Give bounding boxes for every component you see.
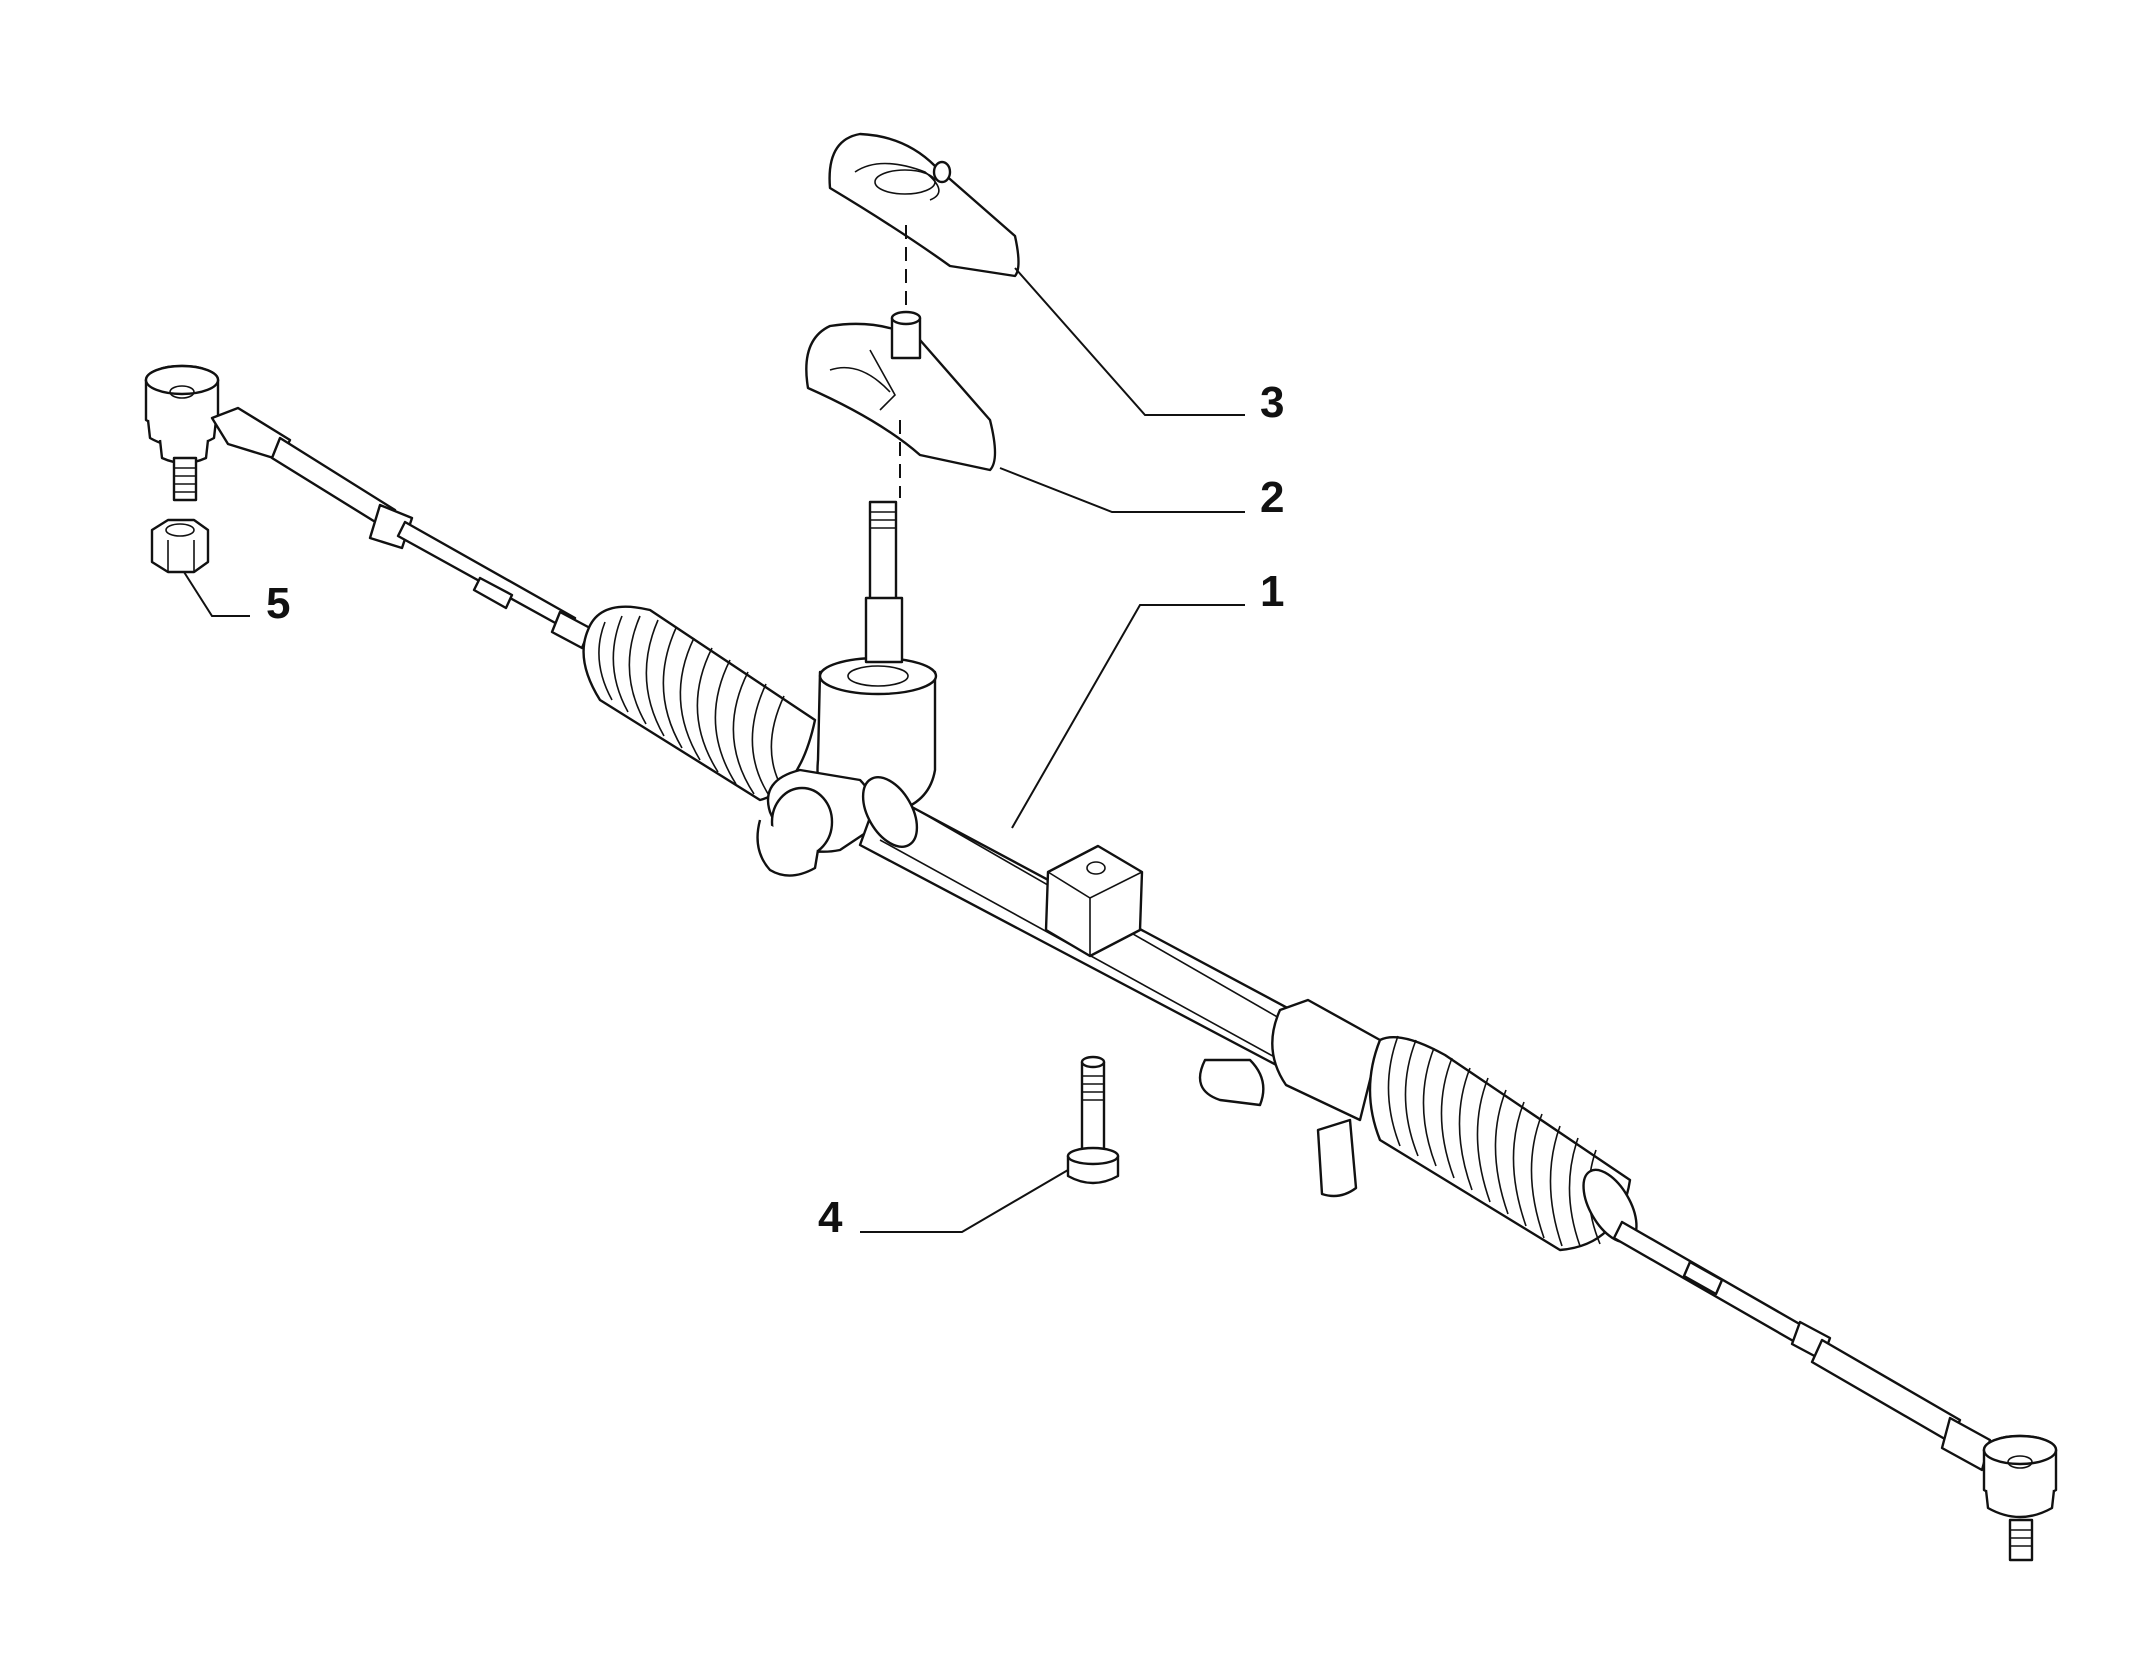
callout-3: 3 [1260,378,1284,427]
callout-2: 2 [1260,473,1284,522]
callout-4: 4 [818,1193,843,1242]
left-tie-rod-end [144,364,292,502]
mounting-bolt [1066,1055,1120,1185]
left-tie-rod [270,436,592,650]
upper-dust-cover [828,132,1020,278]
callout-5: 5 [266,579,290,628]
right-tie-rod [1612,1220,1962,1444]
tie-rod-nut [150,518,210,574]
leader-lines [183,267,1245,1233]
leader-line-2 [999,467,1245,513]
pinion-dust-cover [805,310,997,472]
right-tie-rod-end [1940,1416,2058,1562]
right-rack-boot [1368,1035,1638,1252]
callout-1: 1 [1260,567,1284,616]
rack-housing-tube [858,776,1382,1198]
leader-line-1 [1011,604,1245,829]
leader-line-4 [860,1169,1069,1233]
pinion-housing [756,656,938,877]
left-rack-boot [582,605,817,802]
leader-line-3 [1014,267,1245,416]
pinion-shaft [864,500,904,664]
leader-line-5 [183,571,250,617]
